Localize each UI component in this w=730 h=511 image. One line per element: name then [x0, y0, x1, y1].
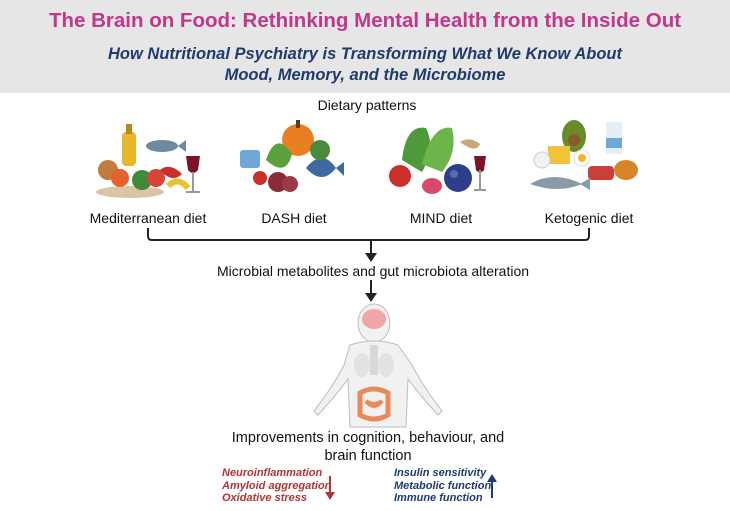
decreased-item: Neuroinflammation: [222, 467, 323, 479]
arrow-1-head: [365, 253, 377, 262]
arrow-up-icon: [487, 474, 497, 498]
intestine-icon: [357, 386, 391, 422]
diet-label-mind: MIND diet: [409, 210, 473, 226]
subtitle-line-2: Mood, Memory, and the Microbiome: [224, 66, 506, 84]
arrow-down-icon: [325, 476, 335, 500]
diet-label-ketogenic: Ketogenic diet: [544, 210, 634, 226]
metabolites-label: Microbial metabolites and gut microbiota…: [216, 263, 530, 279]
decreased-effects-list: Neuroinflammation Amyloid aggregation Ox…: [222, 467, 331, 505]
header-band: [0, 0, 730, 93]
mind-food-illustration: [389, 127, 486, 194]
ketogenic-food-illustration: [530, 120, 638, 190]
dash-food-illustration: [240, 120, 344, 192]
diet-label-mediterranean: Mediterranean diet: [89, 210, 207, 226]
increased-item: Metabolic function: [394, 479, 492, 492]
subtitle-line-1: How Nutritional Psychiatry is Transformi…: [108, 45, 622, 63]
increased-effects-list: Insulin sensitivity Metabolic function I…: [394, 467, 491, 505]
page-title: The Brain on Food: Rethinking Mental Hea…: [48, 9, 682, 32]
increased-item: Immune function: [394, 492, 483, 504]
mediterranean-food-illustration: [96, 124, 200, 198]
decreased-item: Amyloid aggregation: [222, 479, 332, 492]
bracket-connector: [147, 228, 590, 241]
arrow-2-head: [365, 293, 377, 302]
dietary-patterns-label: Dietary patterns: [317, 97, 417, 113]
increased-item: Insulin sensitivity: [394, 467, 487, 479]
outcome-line-2: brain function: [324, 448, 412, 464]
human-body-illustration: [313, 303, 443, 428]
page-subtitle: How Nutritional Psychiatry is Transformi…: [0, 44, 730, 86]
decreased-item: Oxidative stress: [222, 492, 307, 504]
outcome-line-1: Improvements in cognition, behaviour, an…: [231, 430, 505, 446]
brain-icon: [362, 309, 386, 329]
diet-label-dash: DASH diet: [261, 210, 327, 226]
outcome-label: Improvements in cognition, behaviour, an…: [232, 430, 504, 464]
